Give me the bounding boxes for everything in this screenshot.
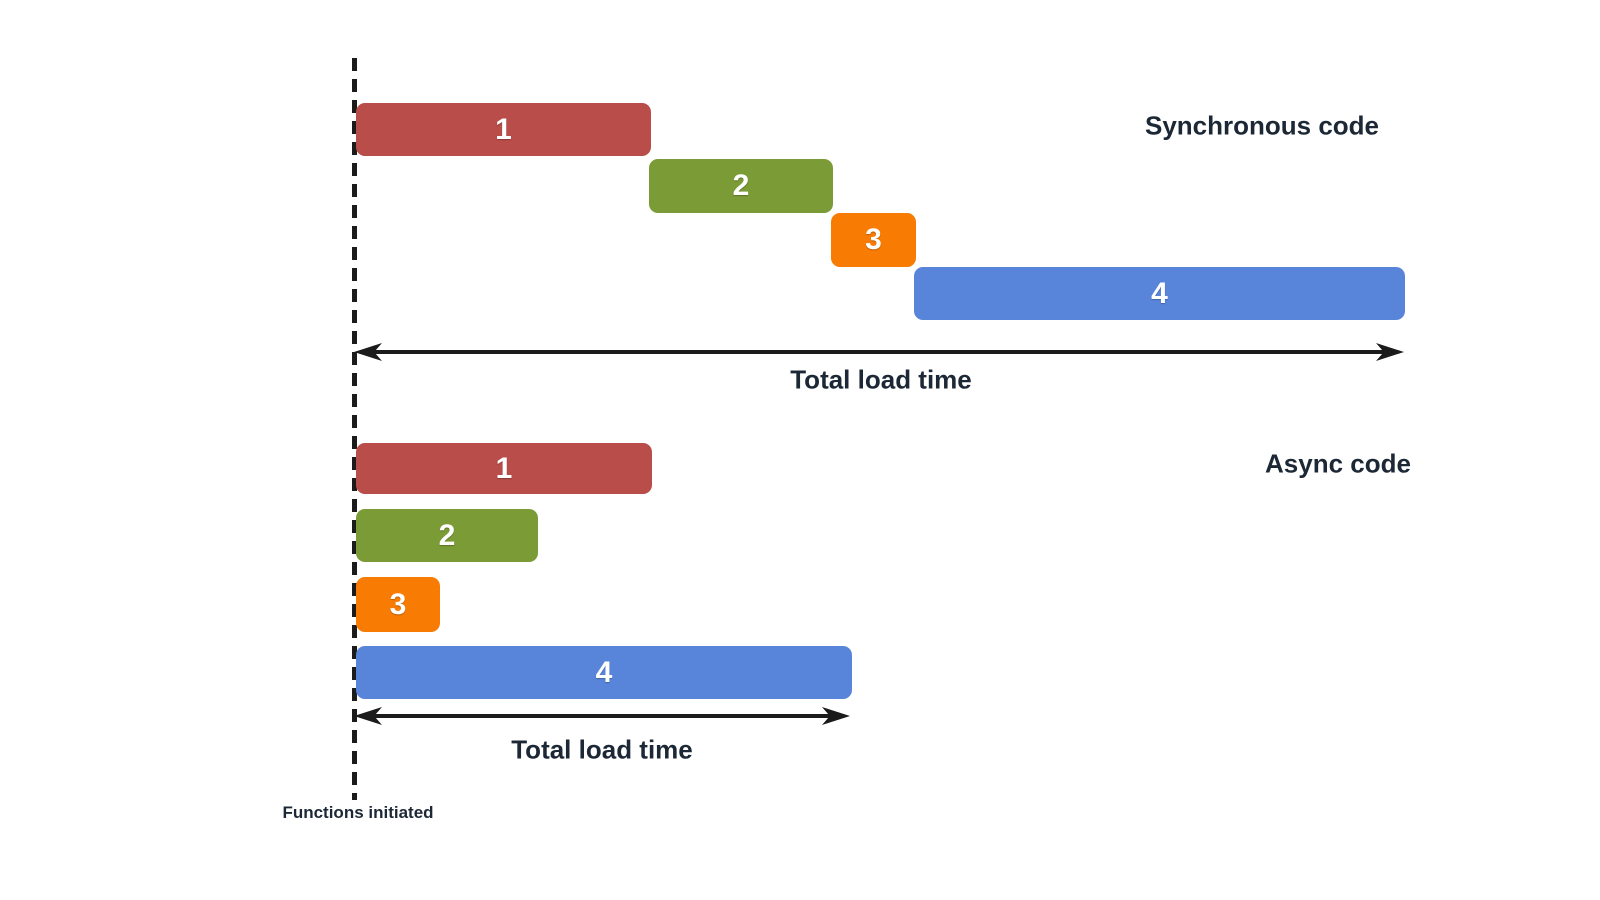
total-load-time-arrow-async: [354, 706, 850, 726]
task-bar-async-1: 1: [356, 443, 652, 494]
section-label-synchronous-code: Synchronous code: [1144, 110, 1380, 141]
total-load-time-label-sync: Total load time: [790, 364, 972, 395]
functions-initiated-label: Functions initiated: [282, 803, 434, 822]
task-bar-sync-1: 1: [356, 103, 651, 156]
bar-number-label: 2: [438, 518, 456, 552]
task-bar-sync-3: 3: [831, 213, 916, 267]
task-bar-async-3: 3: [356, 577, 440, 632]
task-bar-async-4: 4: [356, 646, 852, 699]
arrow-line: [360, 350, 1398, 354]
total-load-time-arrow-sync: [354, 342, 1404, 362]
bar-number-label: 4: [1151, 276, 1168, 310]
total-load-time-label-async: Total load time: [511, 734, 693, 765]
task-bar-sync-2: 2: [649, 159, 833, 213]
task-bar-sync-4: 4: [914, 267, 1405, 320]
bar-number-label: 3: [389, 587, 407, 621]
bar-number-label: 1: [495, 112, 512, 146]
bar-number-label: 4: [595, 655, 613, 689]
task-bar-async-2: 2: [356, 509, 538, 562]
functions-initiated-dashed-line: [352, 58, 357, 800]
bar-number-label: 1: [495, 451, 513, 485]
bar-number-label: 3: [865, 223, 882, 256]
section-label-async-code: Async code: [1265, 448, 1411, 479]
arrow-line: [360, 714, 844, 718]
bar-number-label: 2: [732, 169, 750, 202]
